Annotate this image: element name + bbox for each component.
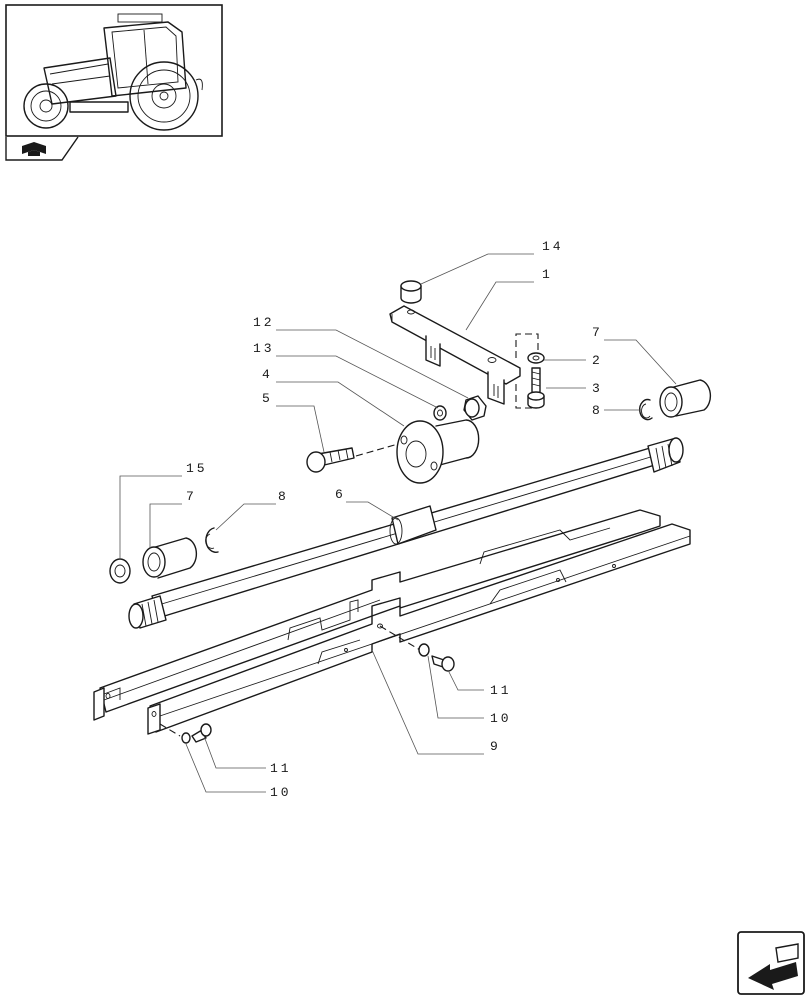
part-15-washer bbox=[109, 558, 131, 584]
callout-4: 4 bbox=[262, 367, 273, 382]
part-1-bracket bbox=[389, 305, 521, 405]
part-9-rail bbox=[93, 509, 691, 735]
callout-15: 15 bbox=[186, 461, 208, 476]
callout-11-right: 11 bbox=[490, 683, 512, 698]
part-7-sleeve-right bbox=[659, 379, 712, 418]
section-tab[interactable] bbox=[5, 136, 79, 161]
part-5-bolt bbox=[306, 447, 355, 473]
callout-1: 1 bbox=[542, 267, 553, 282]
part-13-washer bbox=[433, 405, 447, 421]
part-4-flange-bushing bbox=[396, 419, 480, 484]
assembly-line-bracket bbox=[515, 333, 539, 358]
part-6-shaft bbox=[128, 437, 684, 629]
part-11-bolt-left bbox=[191, 723, 212, 743]
callout-11-left: 11 bbox=[270, 761, 292, 776]
leader-lines bbox=[119, 253, 677, 793]
callout-10-right: 10 bbox=[490, 711, 512, 726]
part-3-bolt bbox=[527, 367, 545, 409]
callout-7-right: 7 bbox=[592, 325, 603, 340]
thumbnail-panel[interactable] bbox=[5, 4, 223, 137]
part-14-pad bbox=[400, 280, 422, 304]
assembly-line-rail-left bbox=[159, 723, 181, 737]
callout-6: 6 bbox=[335, 487, 346, 502]
part-7-sleeve-left bbox=[142, 537, 198, 579]
alignment-line bbox=[355, 443, 399, 457]
assembly-line-bolt bbox=[515, 384, 539, 409]
part-12-spacer bbox=[463, 395, 487, 421]
callout-9: 9 bbox=[490, 739, 501, 754]
callout-7-left: 7 bbox=[186, 489, 197, 504]
part-8-circlip-right bbox=[639, 398, 653, 421]
callout-8-right: 8 bbox=[592, 403, 603, 418]
callout-2: 2 bbox=[592, 353, 603, 368]
book-icon bbox=[22, 142, 46, 156]
callout-labels: 14 1 2 3 7 8 12 13 4 5 6 15 7 8 11 10 9 … bbox=[186, 239, 603, 800]
callout-10-left: 10 bbox=[270, 785, 292, 800]
callout-5: 5 bbox=[262, 391, 273, 406]
callout-8-left: 8 bbox=[278, 489, 289, 504]
tractor-icon bbox=[23, 13, 203, 131]
assembly-line-rail-right bbox=[379, 625, 421, 651]
part-2-washer bbox=[527, 352, 545, 364]
callout-3: 3 bbox=[592, 381, 603, 396]
callout-14: 14 bbox=[542, 239, 564, 254]
part-11-bolt-right bbox=[431, 655, 455, 672]
arrow-back-icon bbox=[748, 943, 799, 990]
callout-13: 13 bbox=[253, 341, 275, 356]
callout-12: 12 bbox=[253, 315, 275, 330]
part-10-washer-left bbox=[181, 732, 191, 744]
back-nav-button[interactable] bbox=[737, 931, 805, 995]
part-10-washer-right bbox=[418, 643, 430, 657]
part-8-circlip-left bbox=[205, 527, 219, 553]
